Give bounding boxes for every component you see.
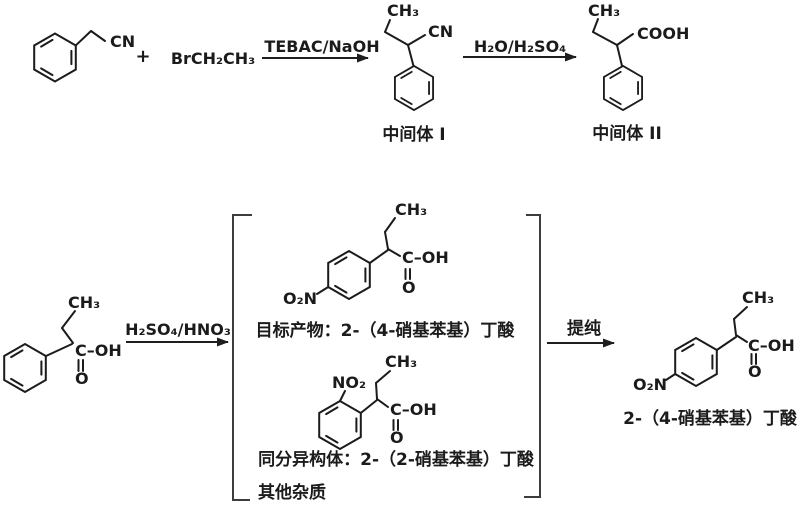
acid-methyl-label: CH₃ <box>68 293 101 312</box>
isomer-caption: 同分异构体：2-（2-硝基苯基）丁酸 <box>258 450 534 470</box>
isomer-nitro-group-label: NO₂ <box>332 373 366 392</box>
purification-label: 提纯 <box>567 319 601 339</box>
right-bracket <box>524 214 541 498</box>
final-product-structure <box>665 306 757 387</box>
target-product-structure <box>316 217 411 300</box>
nitrile-group-label: CN <box>110 32 136 51</box>
reagent-label-nitration: H₂SO₄/HNO₃ <box>125 320 231 339</box>
target-carbonyl-o-label: O <box>402 278 416 297</box>
reagent-label-hydrolysis: H₂O/H₂SO₄ <box>473 37 567 56</box>
target-methyl-label: CH₃ <box>395 200 428 219</box>
acid-coh-label: C–OH <box>75 341 122 360</box>
target-product-caption: 目标产物：2-（4-硝基苯基）丁酸 <box>255 321 515 341</box>
isomer-methyl-label: CH₃ <box>385 352 418 371</box>
bromoethane-formula: BrCH₂CH₃ <box>170 49 256 68</box>
isomer-carbonyl-o-label: O <box>390 428 404 447</box>
product-carbonyl-o-label: O <box>748 362 762 381</box>
intermediate-1-structure <box>384 19 434 111</box>
product-coh-label: C–OH <box>748 336 795 355</box>
phenylbutanoic-acid-structure <box>3 310 84 393</box>
acid-carbonyl-o-label: O <box>75 369 89 388</box>
intermediate2-cooh-label: COOH <box>637 24 690 43</box>
intermediate1-nitrile-label: CN <box>428 22 454 41</box>
other-impurities-label: 其他杂质 <box>258 483 326 503</box>
reagent-label-tebac-naoh: TEBAC/NaOH <box>264 37 380 56</box>
isomer-coh-label: C–OH <box>390 400 437 419</box>
left-bracket <box>232 214 252 501</box>
target-nitro-group-label: O₂N <box>283 289 317 308</box>
target-coh-label: C–OH <box>402 248 449 267</box>
product-nitro-group-label: O₂N <box>633 375 667 394</box>
phenylacetonitrile-structure <box>33 30 106 83</box>
plus-sign: + <box>135 46 151 67</box>
intermediate2-methyl-label: CH₃ <box>588 1 621 20</box>
final-product-caption: 2-（4-硝基苯基）丁酸 <box>623 409 797 429</box>
intermediate2-caption: 中间体 II <box>592 124 662 144</box>
intermediate1-caption: 中间体 I <box>382 125 446 145</box>
product-methyl-label: CH₃ <box>742 288 775 307</box>
intermediate-2-structure <box>592 18 643 111</box>
intermediate1-methyl-label: CH₃ <box>387 1 420 20</box>
isomer-structure <box>318 370 399 450</box>
